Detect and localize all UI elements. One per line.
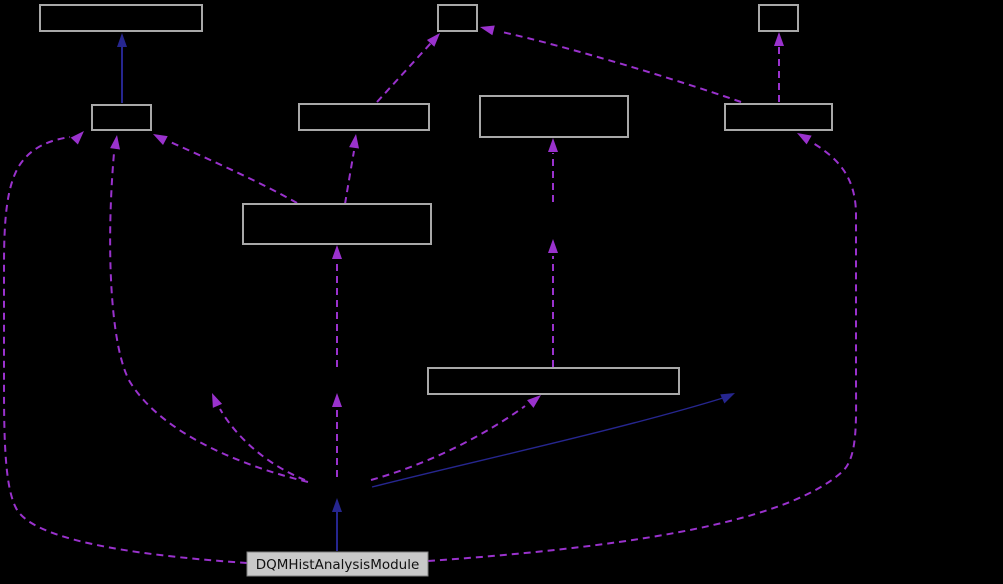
usage-right-loop <box>427 142 858 562</box>
node-current[interactable] <box>246 551 429 577</box>
node-top-center[interactable] <box>437 4 478 32</box>
usage-mid-to-row3-arrowhead <box>332 245 342 259</box>
node-top-right[interactable] <box>758 4 799 32</box>
usage-row3-to-midleft <box>167 140 298 204</box>
usage-row2right-to-top-arrowhead <box>480 25 495 36</box>
inherit-curve-right <box>371 397 724 488</box>
usage-junction-up-left <box>219 408 306 481</box>
inherit-curve-right-arrowhead <box>720 393 735 404</box>
usage-row2right-to-topright-arrowhead <box>774 32 784 46</box>
node-row2-wide[interactable] <box>479 95 629 138</box>
usage-row3-to-row2center <box>344 150 355 205</box>
nodes-layer <box>39 4 833 577</box>
usage-right-loop-arrowhead <box>797 133 812 145</box>
node-top-left[interactable] <box>39 4 203 32</box>
usage-row3-to-midleft-arrowhead <box>153 134 168 145</box>
edges-layer <box>2 25 858 564</box>
inherit-from-current-arrowhead <box>332 498 342 512</box>
node-row4[interactable] <box>427 367 680 395</box>
usage-junction-up-left-arrowhead <box>212 393 223 408</box>
usage-row2center-to-top-arrowhead <box>426 33 440 47</box>
usage-left-loop-arrowhead <box>70 131 84 145</box>
usage-row2right-to-top <box>501 31 742 103</box>
usage-row2center-to-top <box>376 42 432 103</box>
usage-row3-to-row2center-arrowhead <box>349 134 360 149</box>
usage-left-loop <box>2 136 248 564</box>
node-row3[interactable] <box>242 203 432 245</box>
usage-junction-up-arrowhead <box>332 393 342 407</box>
node-row2-center[interactable] <box>298 103 430 131</box>
current-node-label: DQMHistAnalysisModule <box>256 557 420 573</box>
usage-junction-to-row4-arrowhead <box>527 395 541 408</box>
node-mid-left[interactable] <box>91 104 152 131</box>
usage-junction-to-midleft <box>109 152 309 483</box>
usage-mid-to-row2wide-arrowhead <box>548 138 558 152</box>
inherit-to-top-left-arrowhead <box>117 33 127 47</box>
usage-row4-up-arrowhead <box>548 239 558 253</box>
node-row2-right[interactable] <box>724 103 833 131</box>
usage-junction-to-midleft-arrowhead <box>110 135 121 150</box>
